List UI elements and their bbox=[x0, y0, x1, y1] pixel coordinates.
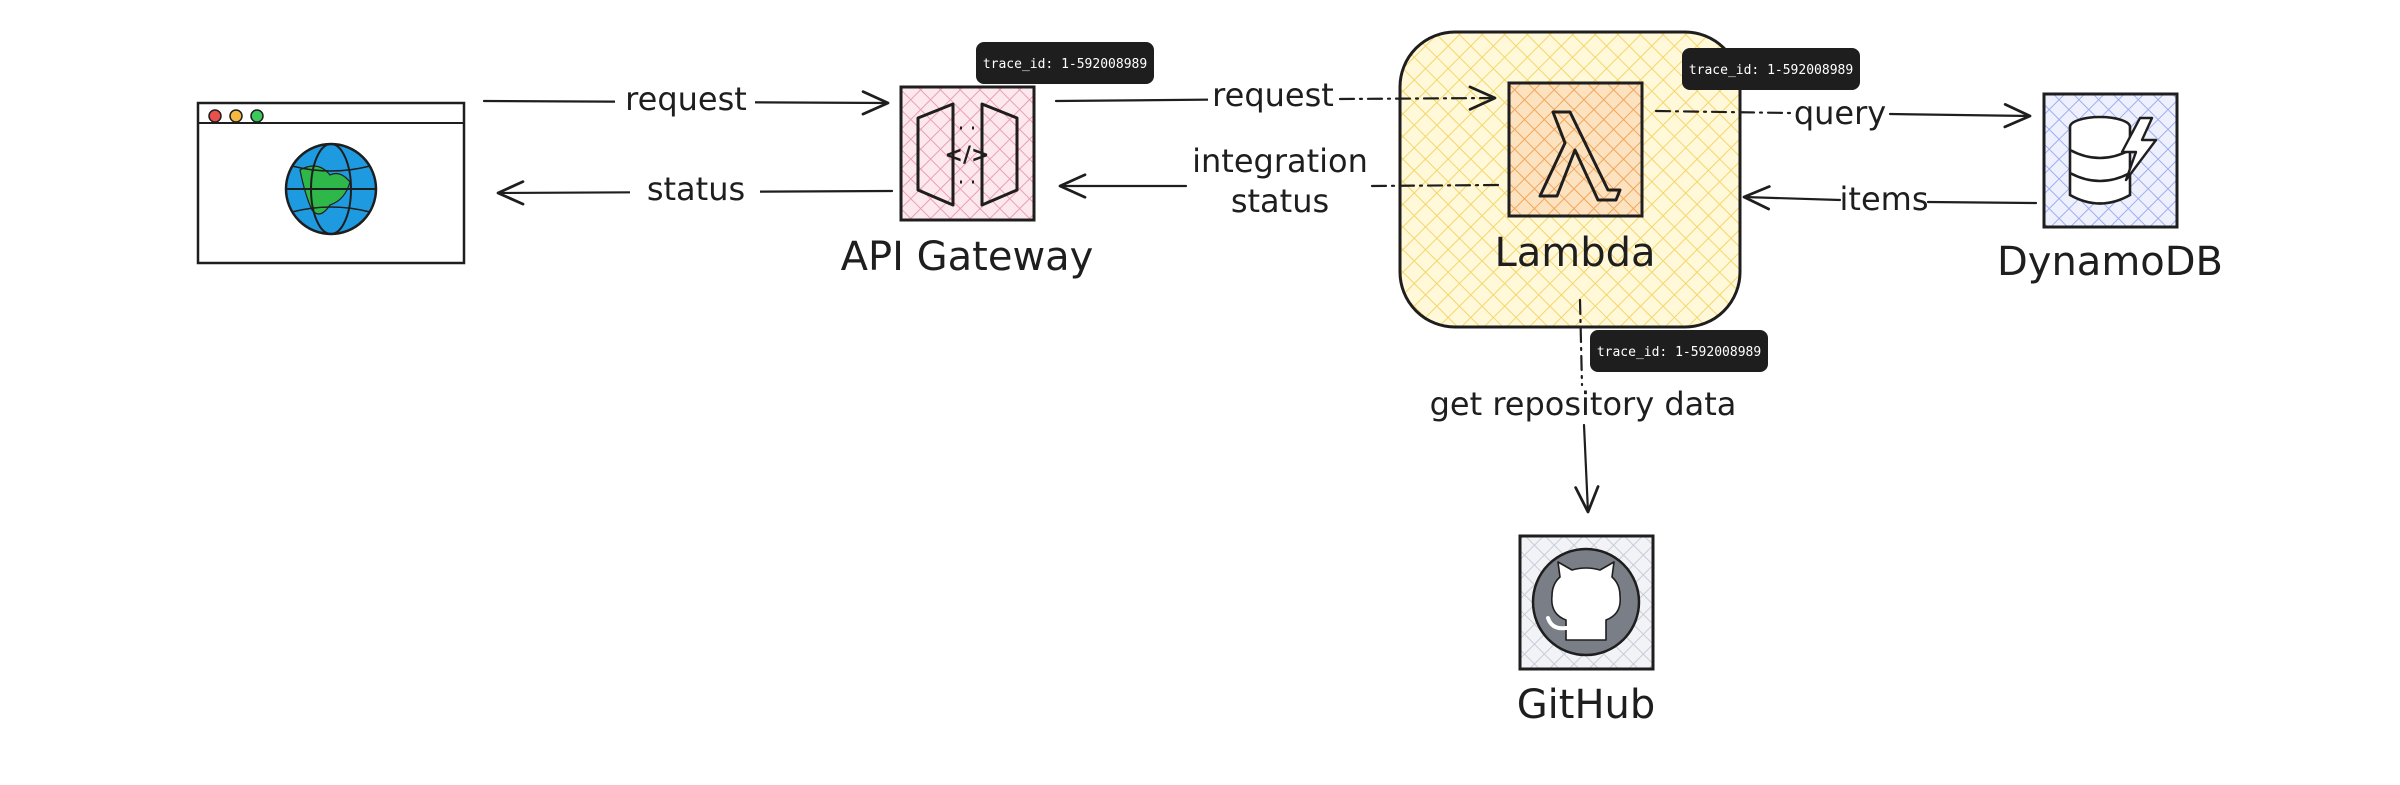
window-maximize-dot bbox=[250, 109, 264, 123]
edge-lambda-to-github-dashed bbox=[1578, 298, 1584, 387]
edge-lambda-to-dynamo bbox=[1888, 103, 2032, 129]
lambda-icon bbox=[1538, 110, 1622, 202]
browser-node[interactable] bbox=[196, 101, 466, 265]
lambda-label: Lambda bbox=[1494, 230, 1655, 276]
github-label: GitHub bbox=[1517, 682, 1656, 728]
edge-label-request-2: request bbox=[1212, 76, 1334, 114]
edge-label-integration-status: status bbox=[1231, 182, 1329, 220]
svg-text:</>: </> bbox=[945, 143, 990, 168]
trace-tag-github-call-text: trace_id: 1-592008989 bbox=[1597, 345, 1761, 360]
lambda-node[interactable]: Lambda bbox=[1494, 81, 1656, 276]
edge-label-items: items bbox=[1840, 180, 1929, 218]
dynamodb-node[interactable]: DynamoDB bbox=[1997, 92, 2223, 285]
github-node[interactable]: GitHub bbox=[1517, 534, 1656, 728]
dynamodb-label: DynamoDB bbox=[1997, 239, 2223, 285]
github-icon bbox=[1531, 547, 1641, 657]
edge-lambda-to-github bbox=[1574, 423, 1600, 514]
api-gateway-box bbox=[899, 85, 1036, 222]
trace-tag-lambda-text: trace_id: 1-592008989 bbox=[1689, 63, 1853, 78]
trace-tag-api-gateway-text: trace_id: 1-592008989 bbox=[983, 57, 1147, 72]
window-close-dot bbox=[208, 109, 222, 123]
trace-tag-api-gateway: trace_id: 1-592008989 bbox=[976, 42, 1154, 84]
trace-tag-lambda: trace_id: 1-592008989 bbox=[1682, 48, 1860, 90]
edge-label-request-1: request bbox=[625, 80, 747, 118]
globe-icon bbox=[284, 142, 378, 236]
edge-dynamo-to-lambda-2 bbox=[1742, 185, 1842, 211]
api-gateway-icon: </> bbox=[916, 102, 1019, 207]
api-gateway-node[interactable]: </> API Gateway bbox=[841, 85, 1094, 280]
edge-dynamo-to-lambda bbox=[1926, 200, 2038, 205]
dynamodb-icon bbox=[2068, 115, 2158, 205]
edge-api-to-lambda-dashed bbox=[1338, 85, 1497, 111]
edge-label-get-repository-data: get repository data bbox=[1430, 385, 1737, 423]
trace-tag-github-call: trace_id: 1-592008989 bbox=[1590, 330, 1768, 372]
edge-lambda-to-dynamo-dashed bbox=[1654, 109, 1792, 115]
edge-lambda-to-api-dashed bbox=[1368, 183, 1500, 188]
edge-label-integration: integration bbox=[1192, 142, 1368, 180]
api-gateway-label: API Gateway bbox=[841, 234, 1094, 280]
window-minimize-dot bbox=[229, 109, 243, 123]
edge-label-query: query bbox=[1794, 94, 1886, 132]
edge-label-status: status bbox=[647, 170, 745, 208]
